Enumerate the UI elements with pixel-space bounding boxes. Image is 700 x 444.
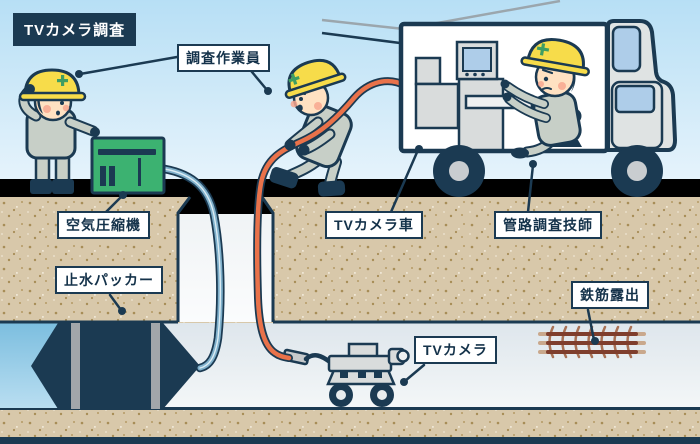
- monitor-screen: [462, 47, 492, 72]
- label-air-compressor: 空気圧縮機: [57, 211, 150, 240]
- air-hose: [153, 163, 225, 373]
- label-exposed-rebar-text: 鉄筋露出: [580, 287, 640, 303]
- pipe-floor-line: [0, 407, 700, 410]
- label-pipeline-survey-engineer: 管路調査技師: [494, 211, 602, 240]
- soil-lower: [0, 409, 700, 439]
- tv-camera-van: [398, 19, 678, 197]
- helmet-cross-icon: [57, 75, 68, 86]
- label-tv-camera: TVカメラ: [414, 336, 497, 365]
- camera-lens: [396, 349, 410, 363]
- page-title-text: TVカメラ調査: [24, 22, 126, 39]
- boot: [269, 167, 299, 189]
- manhole-shaft: [0, 196, 700, 324]
- water-stop-packer: [31, 323, 200, 409]
- survey-worker-left: [18, 68, 100, 194]
- boot: [317, 180, 346, 197]
- air-compressor: [90, 136, 166, 195]
- helmet: [23, 68, 81, 98]
- glove: [298, 144, 310, 156]
- tv-camera-robot: [282, 342, 410, 407]
- helmet-cross-icon: [288, 73, 300, 85]
- page-title: TVカメラ調査: [13, 13, 137, 46]
- bedrock-strip: [0, 437, 700, 444]
- road-surface: [0, 179, 700, 197]
- label-exposed-rebar: 鉄筋露出: [571, 281, 649, 310]
- glove: [500, 79, 510, 89]
- label-survey-workers-text: 調査作業員: [186, 50, 261, 66]
- label-survey-workers: 調査作業員: [177, 44, 270, 73]
- camera-cable: [253, 77, 410, 362]
- helmet-cross-icon: [536, 43, 550, 56]
- boot: [52, 179, 74, 194]
- label-water-stop-packer-text: 止水パッカー: [64, 272, 154, 288]
- label-pipeline-survey-engineer-text: 管路調査技師: [503, 217, 593, 233]
- label-water-stop-packer: 止水パッカー: [55, 266, 163, 295]
- label-tv-camera-text: TVカメラ: [423, 342, 488, 358]
- label-tv-camera-van-text: TVカメラ車: [334, 217, 414, 233]
- glove: [502, 92, 512, 102]
- boot: [30, 179, 52, 194]
- label-air-compressor-text: 空気圧縮機: [66, 217, 141, 233]
- van-cab: [606, 19, 678, 152]
- glove: [284, 139, 296, 151]
- label-tv-camera-van: TVカメラ車: [325, 211, 423, 240]
- door-window: [614, 84, 656, 114]
- leader-dots: [75, 70, 599, 386]
- glove: [25, 84, 35, 94]
- van-wheels: [433, 145, 663, 197]
- pipeline-survey-engineer: [500, 38, 590, 159]
- glove: [90, 127, 100, 137]
- cab-window: [611, 25, 642, 73]
